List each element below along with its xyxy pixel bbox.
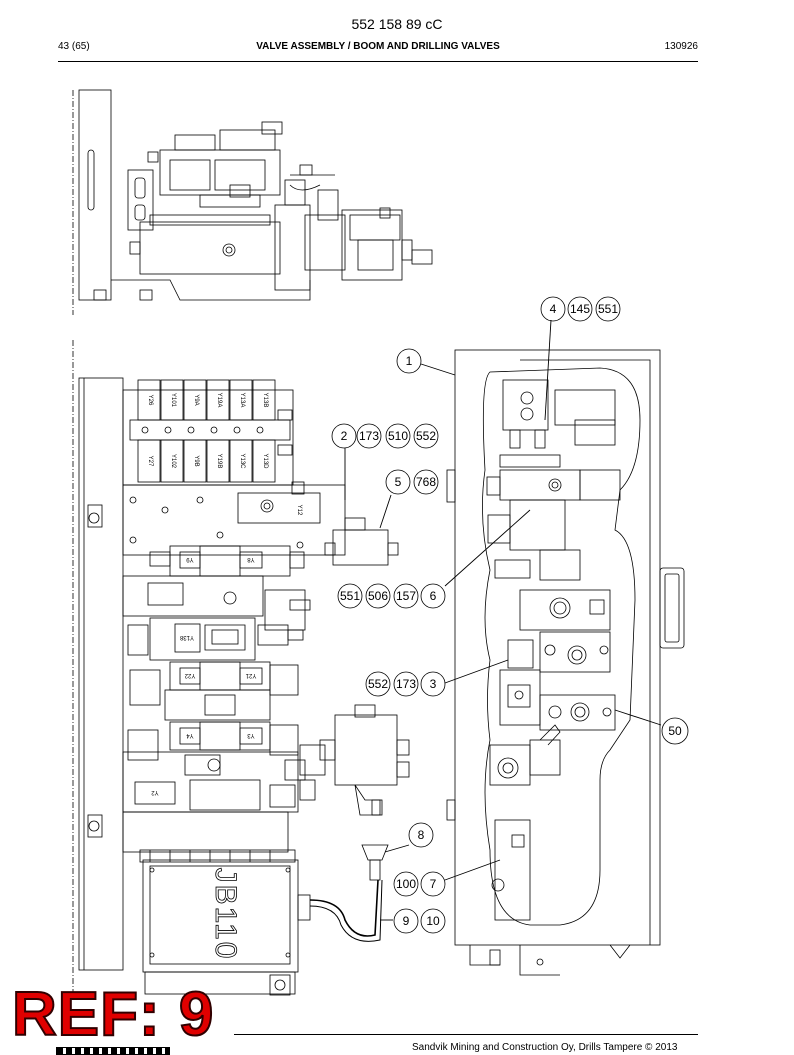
coil-label-top-6: Y13B — [262, 393, 268, 408]
callout-6-qty-c: 157 — [396, 589, 416, 603]
callout-4-qty-b: 551 — [598, 302, 618, 316]
callout-2-qty-a: 173 — [359, 429, 379, 443]
coil-label-top-3: Y9A — [193, 394, 199, 405]
callout-50-num: 50 — [668, 724, 682, 738]
callout-3: 552 173 3 — [365, 671, 446, 697]
callout-3-num: 3 — [430, 677, 437, 691]
footer-divider — [234, 1034, 698, 1035]
page-title: VALVE ASSEMBLY / BOOM AND DRILLING VALVE… — [256, 41, 500, 52]
callout-6-qty-b: 506 — [368, 589, 388, 603]
coil-label-bottom-6: Y13D — [262, 453, 268, 469]
callout-6: 551 506 157 6 — [337, 583, 446, 609]
valve-label-y138: Y138 — [179, 634, 194, 640]
callout-5-num: 5 — [395, 475, 402, 489]
callout-6-num: 6 — [430, 589, 437, 603]
callout-1-num: 1 — [406, 354, 413, 368]
coil-label-bottom-2: Y102 — [170, 454, 176, 469]
callout-4-num: 4 — [550, 302, 557, 316]
revision-date: 130926 — [664, 41, 698, 52]
coil-label-top-4: Y19A — [216, 393, 222, 408]
header-divider — [58, 61, 698, 62]
callout-5-qty: 768 — [416, 475, 436, 489]
callout-4-qty-a: 145 — [570, 302, 590, 316]
callout-6-qty-a: 551 — [340, 589, 360, 603]
callout-3-qty-b: 173 — [396, 677, 416, 691]
coil-label-bottom-3: Y9B — [193, 455, 199, 466]
valve-label-y9: Y9 — [186, 556, 194, 562]
callout-9: 9 10 — [393, 908, 446, 934]
valve-label-y12: Y12 — [296, 505, 302, 516]
right-cabinet-assembly — [446, 349, 685, 976]
ref-stamp: REF: 9 — [11, 980, 215, 1049]
callout-4: 4 145 551 — [540, 296, 621, 322]
coil-label-top-1: Y26 — [147, 395, 153, 406]
valve-label-y21: Y21 — [245, 672, 256, 678]
callout-50: 50 — [661, 717, 689, 745]
callout-9-qty: 10 — [426, 914, 440, 928]
callout-5: 5 768 — [385, 469, 439, 495]
callout-8: 8 — [408, 822, 434, 848]
valve-label-y22: Y22 — [184, 672, 195, 678]
valve-label-y8: Y8 — [247, 556, 255, 562]
coil-label-top-5: Y13A — [239, 393, 245, 408]
document-number: 552 158 89 cC — [351, 16, 443, 32]
callout-2: 2 173 510 552 — [331, 423, 439, 449]
callout-1: 1 — [396, 348, 422, 374]
callout-2-qty-b: 510 — [388, 429, 408, 443]
callout-7: 100 7 — [393, 871, 446, 897]
callout-7-qty: 100 — [396, 877, 416, 891]
callout-2-num: 2 — [341, 429, 348, 443]
coil-label-bottom-5: Y13C — [239, 453, 245, 469]
footer-copyright: Sandvik Mining and Construction Oy, Dril… — [412, 1042, 678, 1053]
valve-label-y3: Y3 — [247, 732, 255, 738]
callout-3-qty-a: 552 — [368, 677, 388, 691]
callout-8-num: 8 — [418, 828, 425, 842]
callout-2-qty-c: 552 — [416, 429, 436, 443]
coil-label-top-2: Y101 — [170, 393, 176, 408]
component-labels: Y26 Y101 Y9A Y19A Y13A Y13B Y27 Y102 Y9B… — [147, 393, 302, 961]
valve-label-y4: Y4 — [186, 732, 194, 738]
junction-box-label: JB110 — [209, 868, 242, 961]
callout-7-num: 7 — [430, 877, 437, 891]
main-manifold-panel — [72, 340, 410, 1000]
coil-bank — [129, 379, 293, 483]
coil-label-bottom-1: Y27 — [147, 456, 153, 467]
valve-label-y2: Y2 — [151, 789, 159, 795]
coil-label-bottom-4: Y19B — [216, 454, 222, 469]
leader-lines — [344, 319, 662, 921]
page-number: 43 (65) — [58, 41, 90, 52]
top-valve-assembly-view — [72, 89, 433, 315]
callout-9-num: 9 — [403, 914, 410, 928]
